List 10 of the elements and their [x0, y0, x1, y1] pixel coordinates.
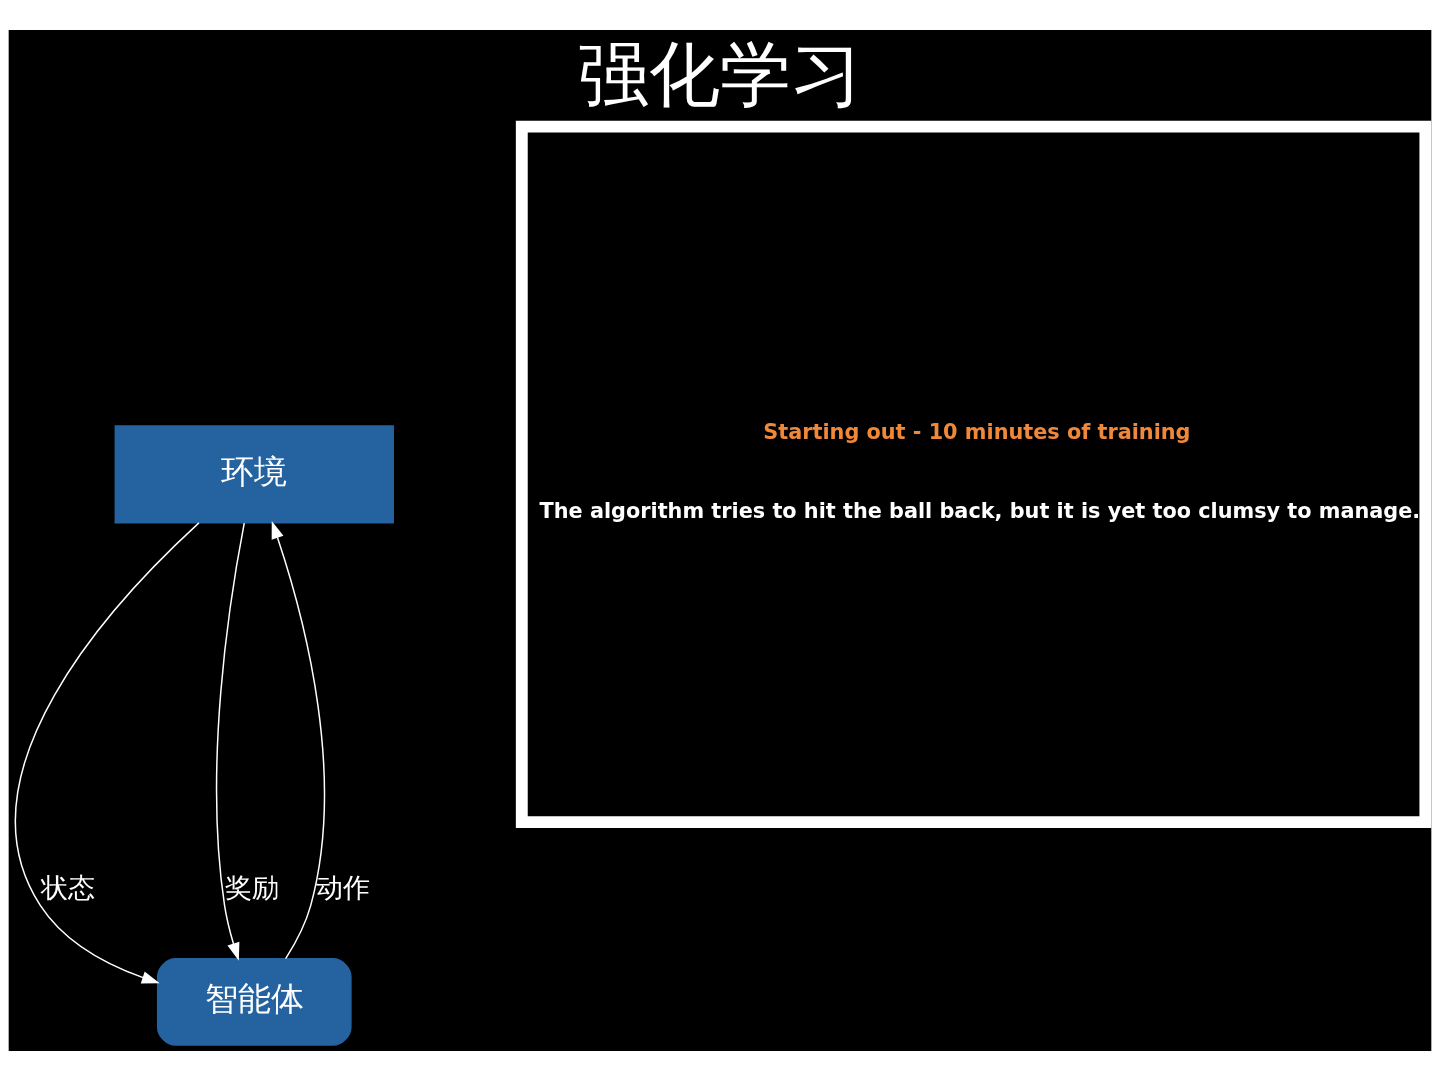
edge-label: 状态 — [40, 871, 95, 903]
arrow — [215, 521, 245, 961]
diagram-title: 强化学习 — [578, 32, 862, 116]
arrow — [271, 520, 326, 959]
arrow — [15, 521, 200, 983]
node-box: 环境 — [114, 424, 394, 523]
edge-label: 奖励 — [225, 871, 280, 903]
node-box: Starting out - 10 minutes of training The algorithm tries to hit the ball back, but it is yet too clumsy to manage. — [515, 120, 1432, 828]
node-box: 智能体 — [156, 957, 352, 1046]
edge-label: 动作 — [315, 871, 370, 903]
